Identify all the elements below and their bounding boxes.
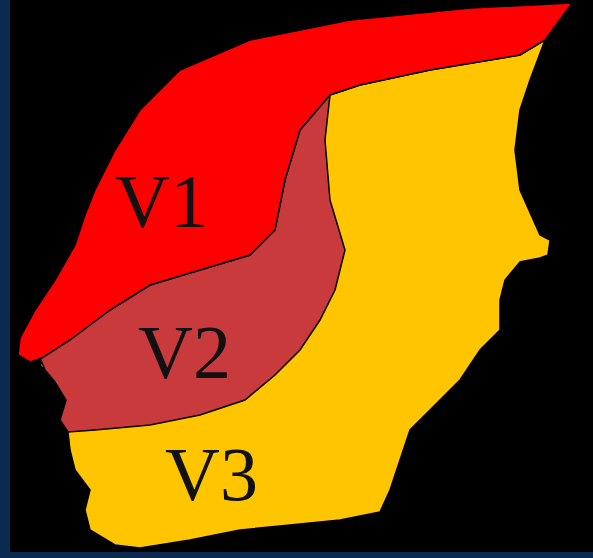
region-label: V2 (138, 314, 231, 390)
frame-strip (0, 0, 10, 558)
region-label: V1 (115, 163, 208, 239)
v1-region (18, 3, 572, 362)
region-label: V3 (165, 436, 258, 512)
frame-strip (0, 552, 593, 558)
